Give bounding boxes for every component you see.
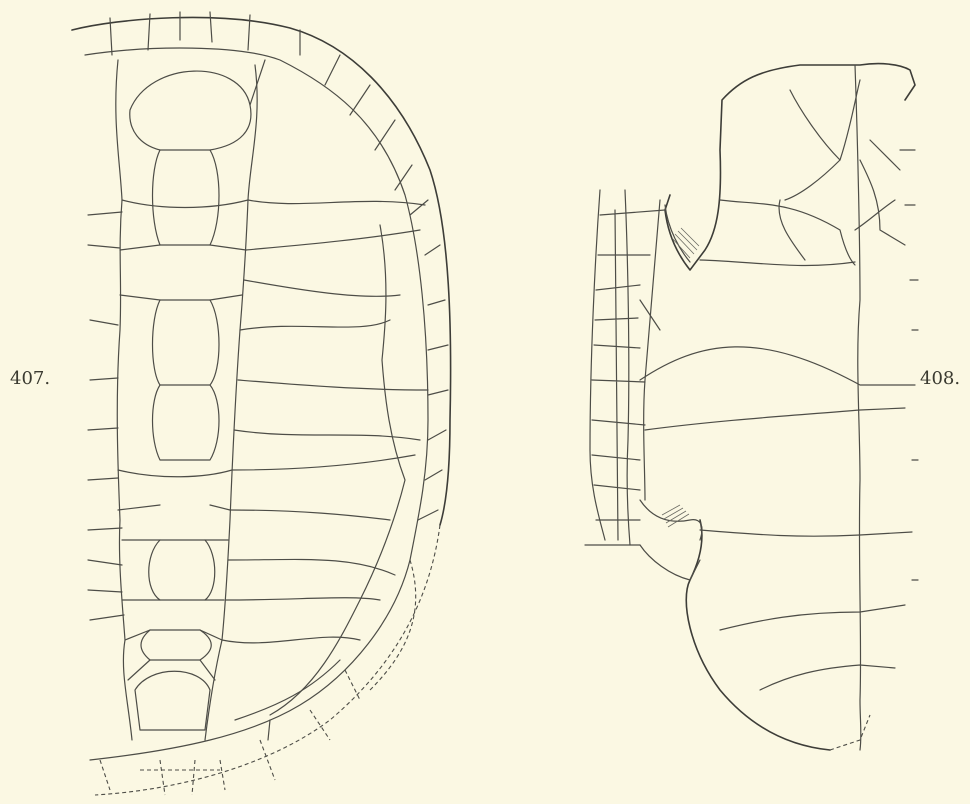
column-bars	[118, 200, 248, 680]
neural-plate-4	[153, 385, 220, 460]
neural-plate-2	[153, 150, 220, 245]
bridge-inner	[625, 190, 630, 545]
neural-plate-3	[153, 300, 220, 385]
vertebral-right-edge	[205, 65, 257, 740]
figure-407-label: 407.	[10, 368, 50, 389]
bridge-lower-plate	[640, 545, 700, 580]
bridge-outer	[590, 190, 605, 540]
bridge-third	[644, 200, 660, 500]
neural-plate-1	[130, 71, 251, 150]
carapace-outer-margin	[72, 17, 451, 525]
costal-margin-boundary	[270, 225, 405, 715]
bridge-cells	[585, 210, 665, 545]
figure-407-drawing	[72, 12, 451, 795]
marginal-inner-line-lower	[90, 560, 410, 760]
midline-dashed	[830, 715, 870, 750]
plastron-sutures	[640, 260, 915, 690]
nuchal-plate-bottom	[135, 671, 210, 730]
costal-sutures	[222, 60, 428, 643]
right-ticks	[900, 150, 918, 580]
neural-plate-5	[149, 540, 215, 600]
left-short-sutures	[88, 212, 124, 620]
posterior-dashed	[100, 670, 360, 795]
hatch-lower	[662, 505, 689, 527]
marginal-plates	[300, 30, 448, 520]
figure-408-drawing	[585, 64, 918, 750]
plastron-lower-contour	[686, 520, 830, 750]
neural-plate-6	[141, 630, 211, 660]
carapace-outer-margin-dashed	[95, 525, 440, 795]
figure-408-label: 408.	[920, 368, 960, 389]
epiplastral-plates	[720, 80, 905, 265]
plastron-midline	[855, 65, 861, 750]
hatch-upper	[672, 228, 699, 258]
